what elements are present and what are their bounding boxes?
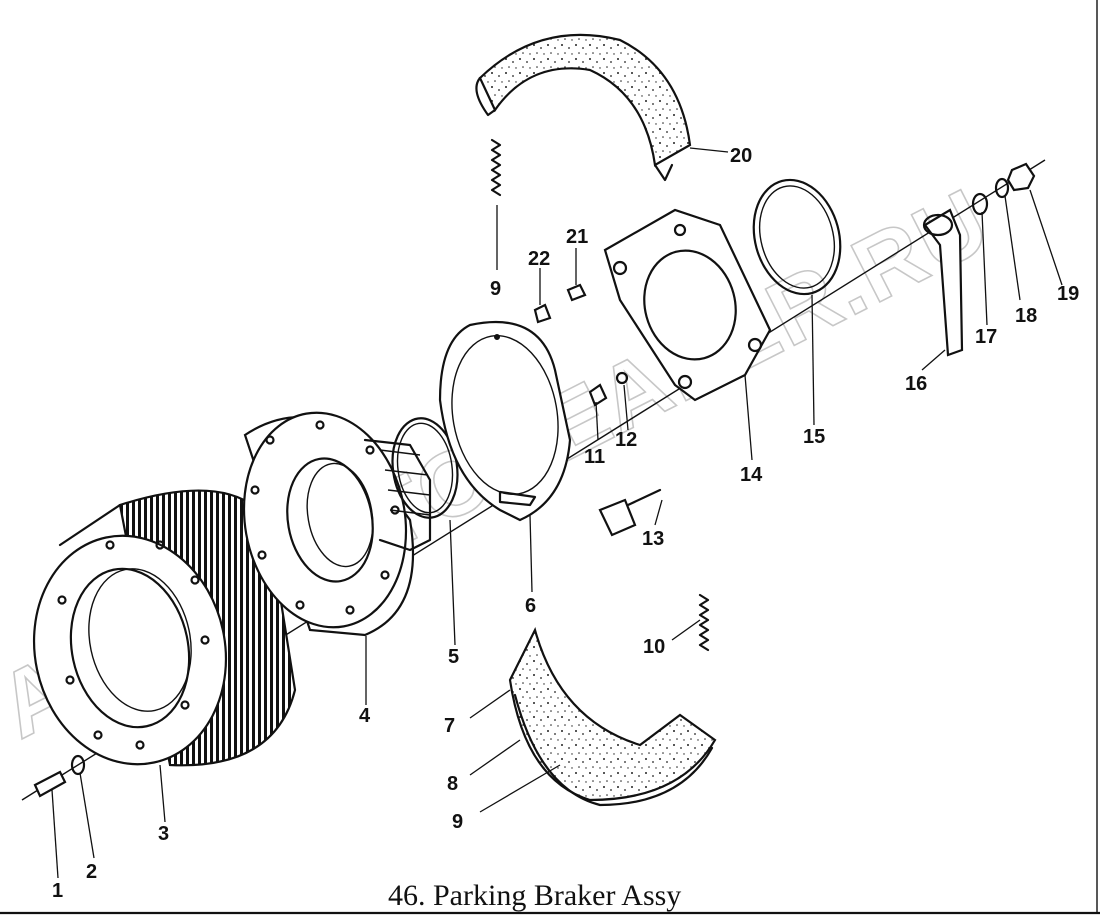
upper-spring	[490, 138, 502, 197]
upper-brake-shoe	[475, 33, 692, 182]
brake-drum	[32, 489, 297, 767]
washer-17	[971, 192, 989, 216]
nut-22	[533, 303, 552, 324]
label-part-12: 12	[615, 429, 637, 451]
label-part-3: 3	[158, 823, 169, 845]
leader-lines	[51, 147, 1063, 879]
label-part-6: 6	[525, 595, 536, 617]
mounting-bracket	[603, 208, 772, 402]
o-ring	[391, 417, 459, 519]
seal-ring-inner	[759, 185, 835, 289]
stud-13	[598, 498, 637, 537]
label-part-9-upper: 9	[490, 278, 501, 300]
label-part-21: 21	[566, 226, 588, 248]
label-part-2: 2	[86, 861, 97, 883]
lower-brake-shoe	[508, 626, 717, 807]
label-part-1: 1	[52, 880, 63, 902]
brake-lever	[922, 208, 964, 357]
label-part-11: 11	[584, 446, 605, 468]
washer-12	[615, 371, 629, 385]
label-part-5: 5	[448, 646, 459, 668]
bolt-1	[33, 770, 67, 798]
label-part-15: 15	[803, 426, 825, 448]
label-part-17: 17	[975, 326, 997, 348]
label-part-18: 18	[1015, 305, 1037, 327]
o-ring-inner	[396, 422, 454, 514]
washer-2	[70, 754, 86, 776]
label-part-13: 13	[642, 528, 664, 550]
label-part-4: 4	[359, 705, 371, 727]
backing-plate	[438, 320, 572, 522]
label-part-9-lower: 9	[452, 811, 463, 833]
label-part-14: 14	[740, 464, 763, 486]
part-labels: 1 2 3 4 5 6 7 8 9 9 10 11 12 13 14 15 16…	[52, 145, 1079, 902]
label-part-20: 20	[730, 145, 752, 167]
seal-ring	[752, 178, 842, 296]
label-part-7: 7	[444, 715, 455, 737]
washer-18	[994, 177, 1010, 199]
hub-flange	[242, 411, 432, 637]
bolt-21	[566, 283, 587, 302]
label-part-10: 10	[643, 636, 665, 658]
nut-19	[1006, 162, 1036, 192]
bolt-11	[588, 383, 608, 407]
label-part-19: 19	[1057, 283, 1079, 305]
label-part-16: 16	[905, 373, 927, 395]
diagram-caption: 46. Parking Braker Assy	[388, 879, 681, 912]
label-part-22: 22	[528, 248, 550, 270]
lower-spring	[698, 593, 710, 652]
label-part-8: 8	[447, 773, 458, 795]
